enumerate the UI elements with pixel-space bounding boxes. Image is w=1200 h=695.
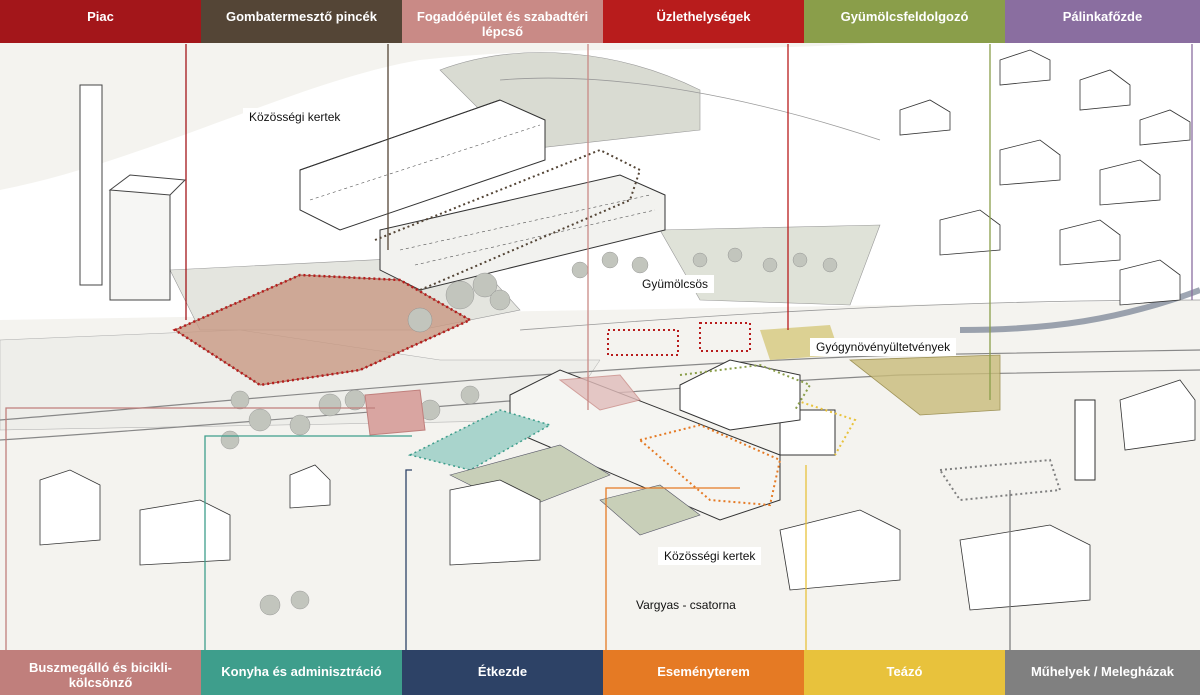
legend-bottom-buszmegallo: Buszmegálló és bicikli-kölcsönző xyxy=(0,650,201,695)
label-gyumolcsos: Gyümölcsös xyxy=(636,275,715,293)
legend-bottom-esemenyterem: Eseményterem xyxy=(603,650,804,695)
legend-bottom-muhelyek: Műhelyek / Melegházak xyxy=(1005,650,1200,695)
label-gyogynoveny: Gyógynövényültetvények xyxy=(810,338,957,356)
legend-bottom-konyha: Konyha és adminisztráció xyxy=(201,650,402,695)
label-vargyas-csatorna: Vargyas - csatorna xyxy=(636,598,736,612)
legend-top-fogadoepulet: Fogadóépület és szabadtéri lépcső xyxy=(402,0,603,43)
legend-top-uzlethelysegek: Üzlethelységek xyxy=(603,0,804,43)
label-kozossegi-kertek-bottom: Közösségi kertek xyxy=(658,547,762,565)
label-kozossegi-kertek-top: Közösségi kertek xyxy=(243,108,347,126)
legend-top-piac: Piac xyxy=(0,0,201,43)
legend-bottom-etkezde: Étkezde xyxy=(402,650,603,695)
legend-top-palinkafozde: Pálinkafőzde xyxy=(1005,0,1200,43)
legend-bottom-teazo: Teázó xyxy=(804,650,1005,695)
legend-top-gombatermeszto: Gombatermesztő pincék xyxy=(201,0,402,43)
legend-top-gyumolcsfeldolgozo: Gyümölcsfeldolgozó xyxy=(804,0,1005,43)
